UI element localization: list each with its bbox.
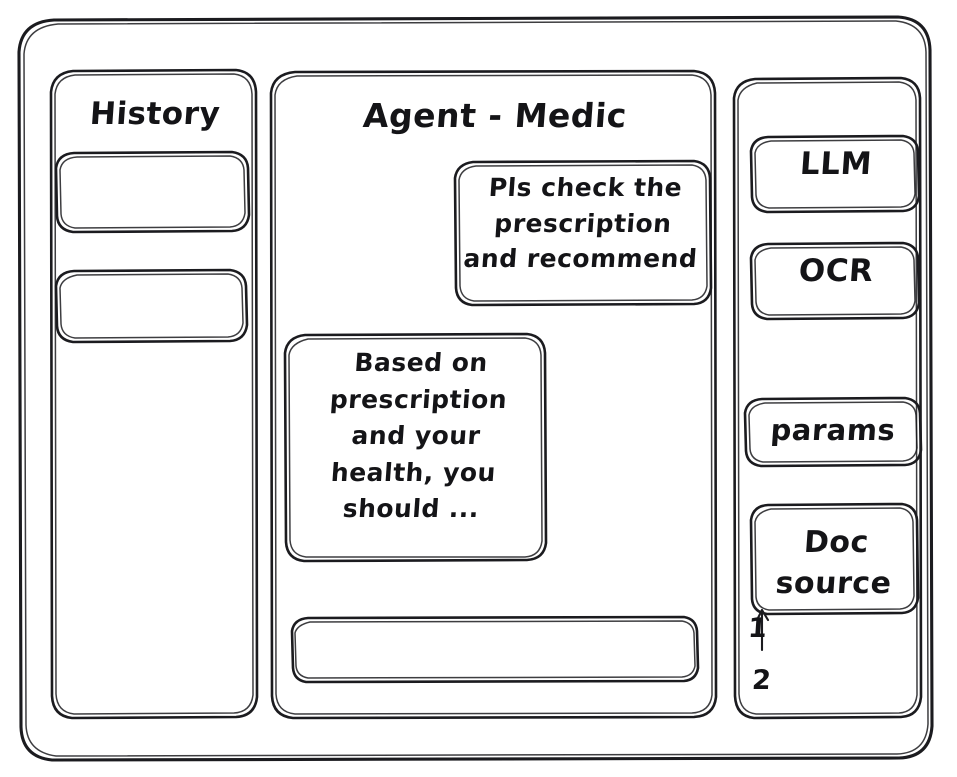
- window-frame: [17, 15, 934, 762]
- doc-source-item-1[interactable]: 1: [746, 613, 769, 644]
- tool-button-ocr[interactable]: [751, 243, 919, 319]
- history-item-1[interactable]: [56, 152, 249, 232]
- assistant-message-bubble: [285, 334, 546, 561]
- tool-button-params-outline: [743, 396, 923, 468]
- tools-panel: [732, 76, 923, 720]
- doc-source-item-2[interactable]: 2: [750, 665, 773, 696]
- history-panel: [49, 68, 259, 720]
- tool-button-doc-source[interactable]: [751, 504, 918, 614]
- main-panel: [269, 69, 718, 720]
- agent-title: Agent - Medic: [361, 96, 629, 135]
- history-item-2[interactable]: [56, 270, 247, 342]
- tool-button-ocr-outline: [749, 241, 921, 321]
- message-input-outline: [290, 615, 700, 684]
- user-message-bubble: [455, 161, 711, 305]
- tool-button-llm[interactable]: [751, 136, 919, 212]
- user-message-bubble-outline: [453, 159, 713, 307]
- history-item-1-outline: [54, 150, 251, 234]
- history-panel-title: History: [88, 96, 222, 132]
- message-input[interactable]: [292, 617, 698, 682]
- doc-source-connector: [755, 608, 770, 652]
- tool-button-params[interactable]: [745, 398, 921, 466]
- tool-button-doc-source-outline: [749, 502, 920, 616]
- tool-button-llm-outline: [749, 134, 921, 214]
- assistant-message-bubble-outline: [283, 332, 548, 563]
- history-item-2-outline: [54, 268, 249, 344]
